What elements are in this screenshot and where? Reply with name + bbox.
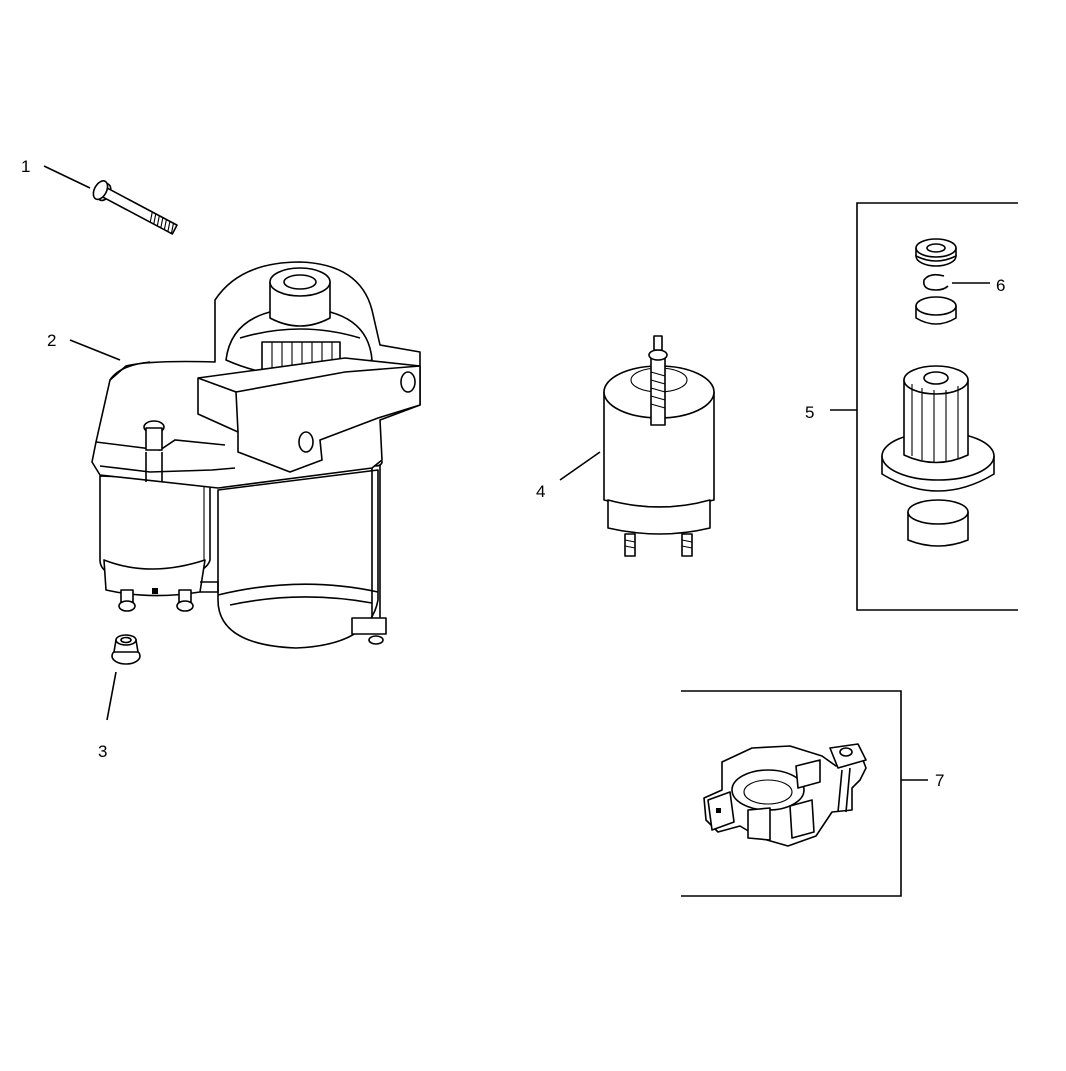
brush-holder-icon[interactable] bbox=[703, 743, 867, 847]
kit-bracket-5 bbox=[856, 202, 1018, 611]
starter-motor-icon[interactable] bbox=[91, 261, 421, 649]
callout-4: 4 bbox=[536, 482, 545, 501]
callout-3: 3 bbox=[98, 742, 107, 761]
leader-lines bbox=[43, 165, 990, 781]
bolt-icon[interactable] bbox=[90, 178, 179, 238]
kit-bracket-7 bbox=[681, 690, 902, 897]
pinion-drive-kit-icon[interactable] bbox=[881, 365, 995, 547]
callout-7: 7 bbox=[935, 771, 944, 790]
callout-5: 5 bbox=[805, 403, 814, 422]
callout-1: 1 bbox=[21, 157, 30, 176]
callout-6: 6 bbox=[996, 276, 1005, 295]
callout-2: 2 bbox=[47, 331, 56, 350]
retaining-ring-icon[interactable] bbox=[915, 238, 957, 325]
flange-nut-icon[interactable] bbox=[111, 634, 141, 665]
solenoid-icon[interactable] bbox=[603, 335, 715, 557]
